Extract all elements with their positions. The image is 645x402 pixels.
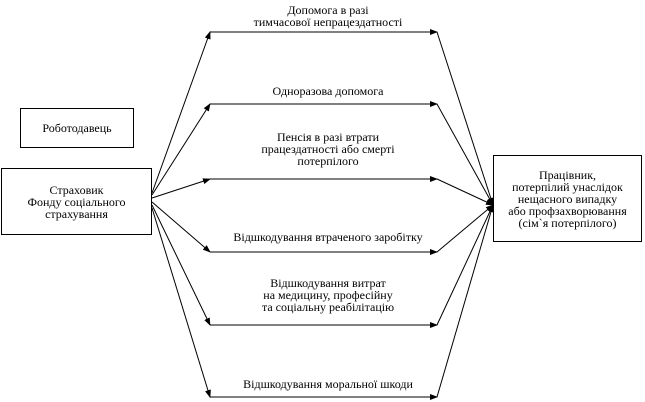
benefit-3-line-1: Пенсія в разі втрати xyxy=(276,130,380,144)
arrow-insurer-to-benefit-6 xyxy=(151,207,211,398)
arrow-benefit-4-to-worker xyxy=(436,204,494,253)
arrow-benefit-6-to-worker xyxy=(436,204,494,398)
benefit-2-line-1: Одноразова допомога xyxy=(272,84,384,98)
arrow-insurer-to-benefit-4 xyxy=(151,201,211,253)
insurer-label-line-3: страхування xyxy=(45,206,108,221)
benefit-3-line-2: працездатності або смерті xyxy=(261,142,395,156)
employer-box: Роботодавець xyxy=(20,108,134,148)
arrow-insurer-to-benefit-5 xyxy=(151,204,211,326)
arrow-benefit-3-to-worker xyxy=(436,178,494,206)
insurer-label-line-1: Страховик xyxy=(49,182,104,197)
arrow-benefit-2-to-worker xyxy=(436,103,494,206)
arrow-insurer-to-benefit-2 xyxy=(151,103,211,196)
arrow-benefit-1-to-worker xyxy=(436,31,494,206)
insurer-box: Страховик Фонду соціального страхування xyxy=(1,168,152,235)
benefit-label-lost-earnings: Відшкодування втраченого заробітку xyxy=(208,231,448,243)
worker-label-line-1: Працівник, xyxy=(538,167,597,182)
benefit-label-pension: Пенсія в разі втрати працездатності або … xyxy=(208,131,448,167)
worker-box: Працівник, потерпілий унаслідок нещасног… xyxy=(493,155,642,242)
worker-label-line-4: або профзахворювання xyxy=(508,203,627,218)
benefit-6-line-1: Відшкодування моральної шкоди xyxy=(243,377,413,391)
benefit-5-line-1: Відшкодування витрат xyxy=(270,276,386,290)
benefit-label-moral-damage: Відшкодування моральної шкоди xyxy=(208,378,448,390)
benefit-1-line-1: Допомога в разі xyxy=(287,3,369,17)
benefit-5-line-3: та соціальну реабілітацію xyxy=(261,300,395,314)
arrow-benefit-5-to-worker xyxy=(436,204,494,326)
benefit-1-line-2: тимчасової непрацездатності xyxy=(253,15,403,29)
worker-label-line-2: потерпілий унаслідок xyxy=(512,179,623,194)
insurer-label-line-2: Фонду соціального xyxy=(27,194,126,209)
benefit-label-temporary-disability: Допомога в разі тимчасової непрацездатно… xyxy=(208,4,448,28)
employer-label: Роботодавець xyxy=(42,121,112,135)
benefit-4-line-1: Відшкодування втраченого заробітку xyxy=(233,230,423,244)
benefit-label-rehabilitation: Відшкодування витрат на медицину, профес… xyxy=(208,277,448,313)
benefit-3-line-3: потерпілого xyxy=(297,154,359,168)
worker-label-line-5: (сім`я потерпілого) xyxy=(518,215,617,230)
arrow-insurer-to-benefit-3 xyxy=(151,178,211,199)
arrow-insurer-to-benefit-1 xyxy=(151,31,211,194)
benefit-5-line-2: на медицину, професійну xyxy=(263,288,393,302)
benefit-label-lump-sum: Одноразова допомога xyxy=(208,85,448,97)
worker-label-line-3: нещасного випадку xyxy=(517,191,618,206)
